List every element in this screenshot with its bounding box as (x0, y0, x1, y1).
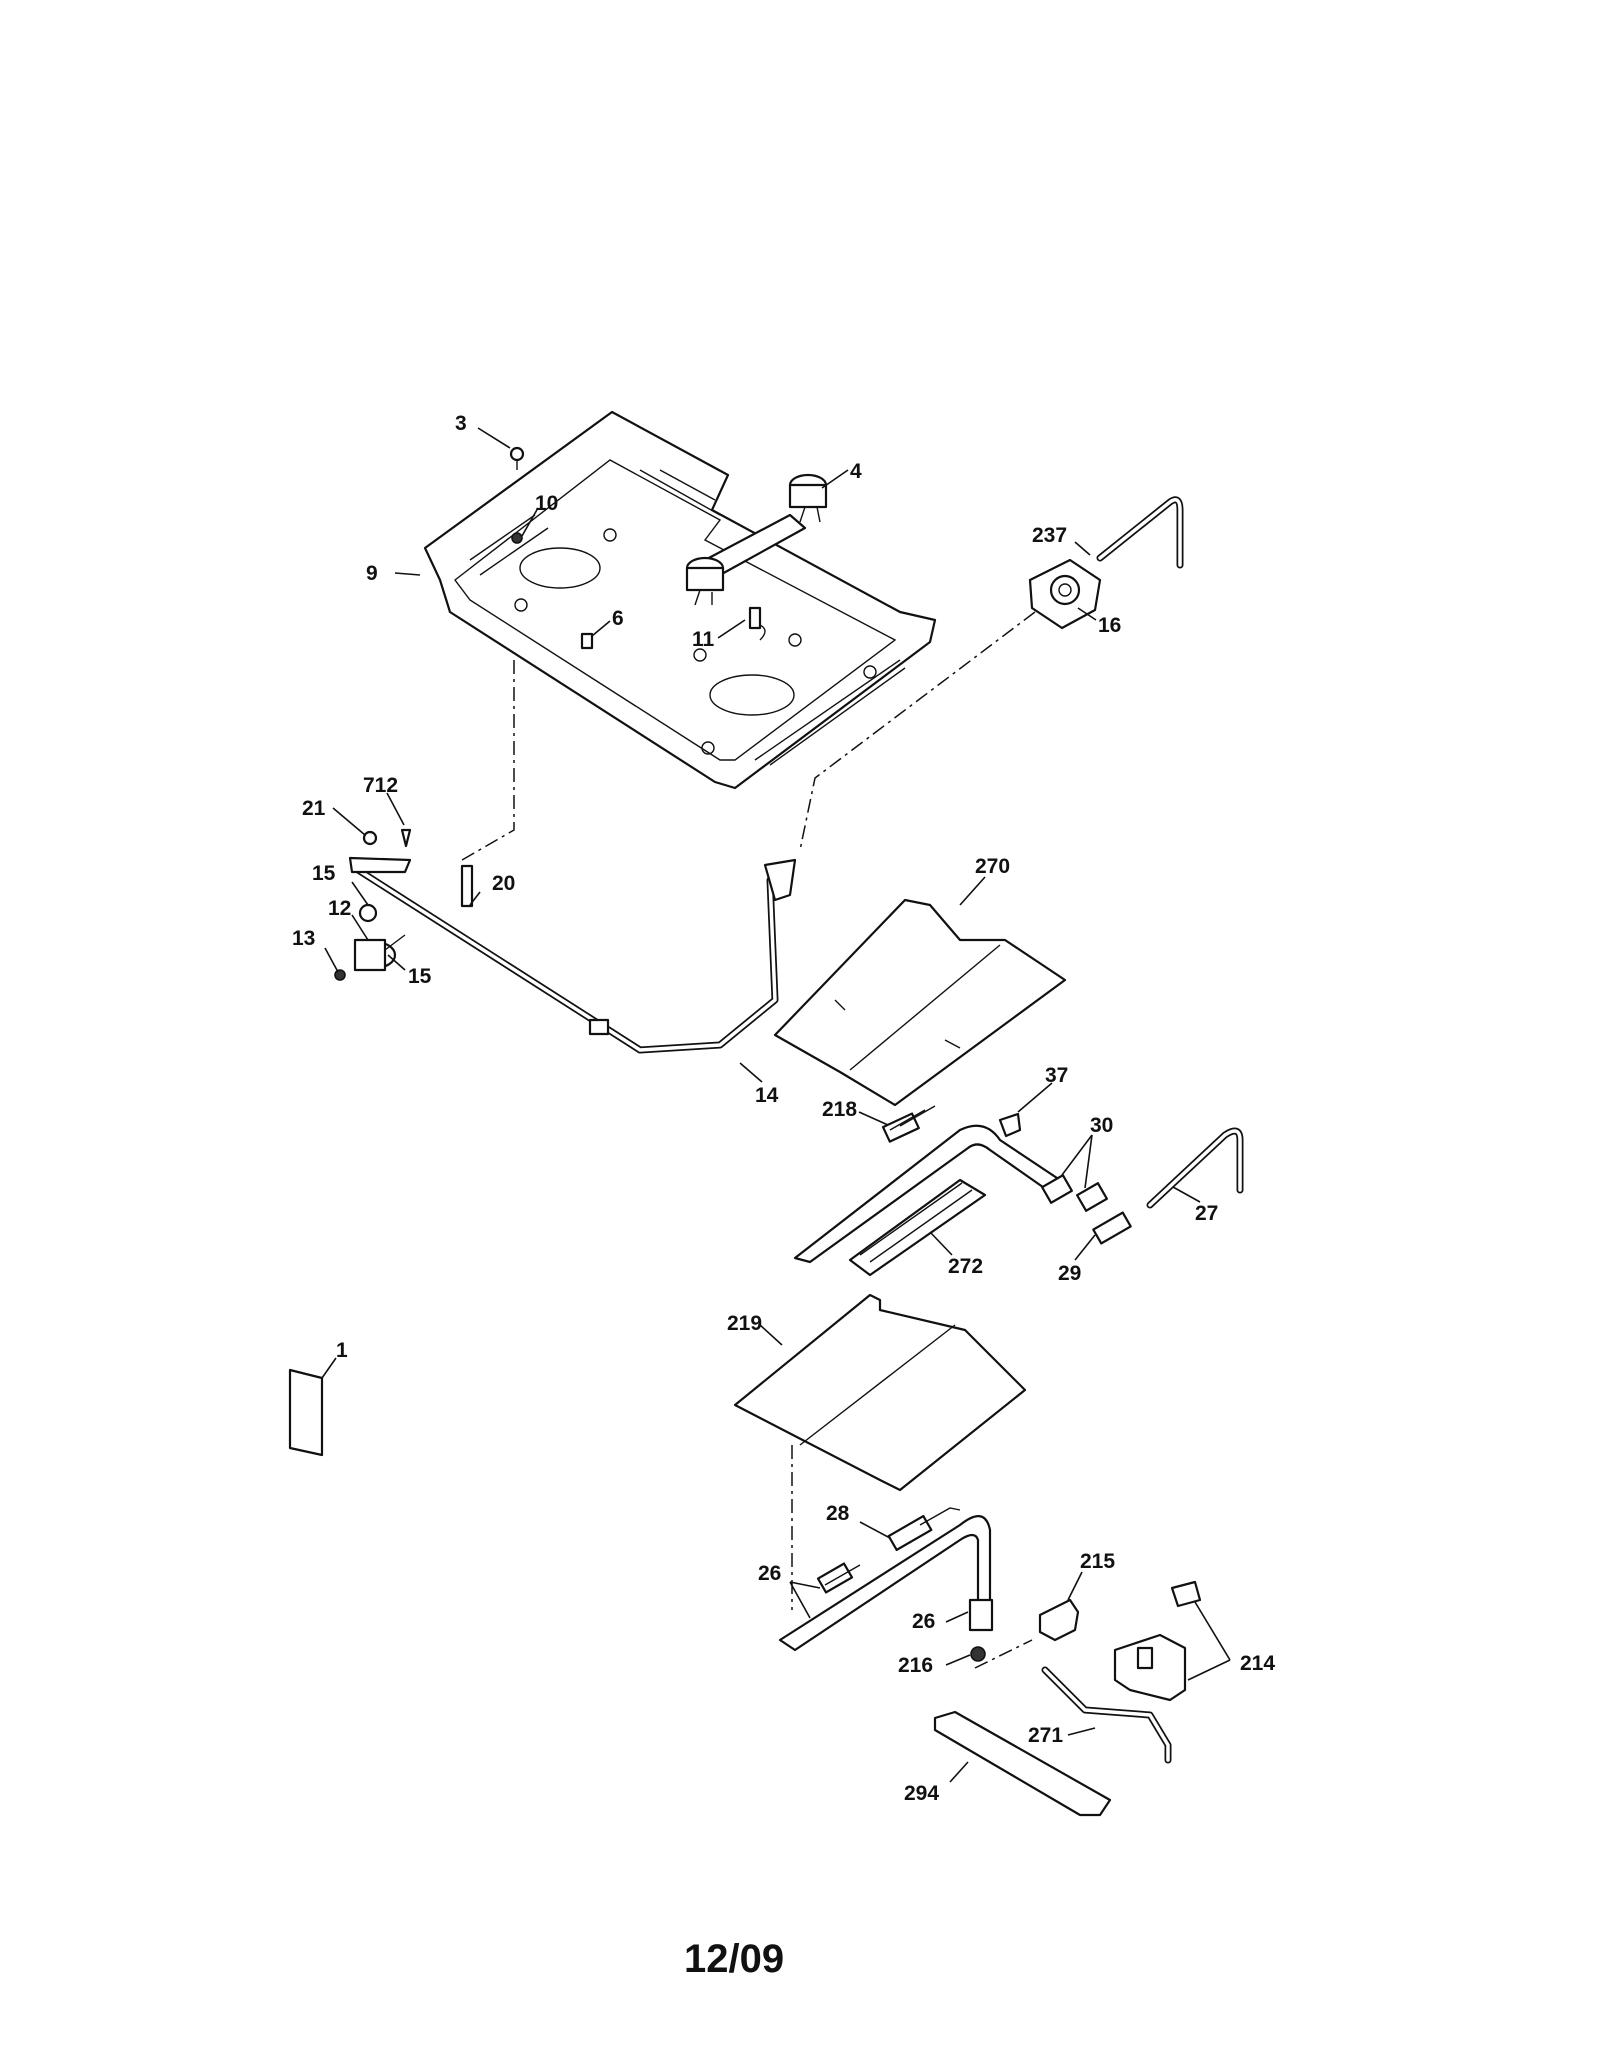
callout-12: 12 (328, 897, 351, 920)
leader-lines (321, 427, 1231, 1783)
clip-37 (998, 1112, 1022, 1138)
callout-215: 215 (1080, 1550, 1115, 1573)
regulator-214 (1113, 1580, 1202, 1702)
callout-271: 271 (1028, 1724, 1063, 1747)
callout-10: 10 (535, 492, 558, 515)
callout-219: 219 (727, 1312, 762, 1335)
clip-11 (748, 606, 766, 641)
callout-20: 20 (492, 872, 515, 895)
callout-1: 1 (336, 1339, 348, 1362)
callout-272: 272 (948, 1255, 983, 1278)
screw-3 (509, 446, 525, 470)
igniter-assembly (685, 473, 828, 606)
callout-26-right: 26 (912, 1610, 935, 1633)
igniter-218 (881, 1105, 936, 1143)
callout-237: 237 (1032, 524, 1067, 547)
gas-tube-237 (1096, 496, 1184, 569)
callout-13: 13 (292, 927, 315, 950)
footer-date: 12/09 (684, 1937, 784, 1981)
oven-burner-272 (793, 1124, 1062, 1277)
callout-30: 30 (1090, 1114, 1113, 1137)
shield-219 (733, 1293, 1027, 1492)
callout-6: 6 (612, 607, 624, 630)
fitting-29 (1092, 1211, 1132, 1245)
bracket-26 (968, 1598, 994, 1632)
screw-10 (511, 532, 523, 544)
orifice-30 (1041, 1174, 1108, 1212)
gas-tube-27 (1146, 1127, 1244, 1209)
shield-270 (773, 898, 1067, 1107)
callout-294: 294 (904, 1782, 939, 1805)
callout-29: 29 (1058, 1262, 1081, 1285)
callout-labels: 3 4 10 9 6 11 237 16 712 21 15 20 12 13 … (292, 412, 1275, 1805)
callout-712: 712 (363, 774, 398, 797)
callout-3: 3 (455, 412, 467, 435)
bracket-215 (1038, 1598, 1080, 1642)
valve-cluster (334, 903, 406, 981)
callout-218: 218 (822, 1098, 857, 1121)
callout-37: 37 (1045, 1064, 1068, 1087)
callout-15-lower: 15 (408, 965, 432, 988)
callout-26-left: 26 (758, 1562, 781, 1585)
callout-214: 214 (1240, 1652, 1275, 1675)
callout-21: 21 (302, 797, 326, 820)
callout-11: 11 (692, 628, 715, 651)
callout-270: 270 (975, 855, 1010, 878)
callout-27: 27 (1195, 1202, 1218, 1225)
gas-tube-271 (1041, 1666, 1172, 1764)
igniter-28 (887, 1507, 961, 1552)
manual-1 (288, 1368, 324, 1457)
screw-6 (580, 632, 594, 650)
nut-216 (970, 1646, 986, 1662)
screw-21 (362, 830, 378, 846)
bracket-294 (933, 1710, 1112, 1817)
manifold-14 (348, 856, 797, 1054)
callout-28: 28 (826, 1502, 850, 1525)
burner-box-panel (423, 410, 937, 790)
valve-bracket-16 (1028, 558, 1102, 630)
screw-712 (400, 828, 412, 848)
callout-15-upper: 15 (312, 862, 336, 885)
callout-216: 216 (898, 1654, 933, 1677)
callout-9: 9 (366, 562, 378, 585)
callout-14: 14 (755, 1084, 779, 1107)
callout-16: 16 (1098, 614, 1121, 637)
callout-4: 4 (850, 460, 862, 483)
